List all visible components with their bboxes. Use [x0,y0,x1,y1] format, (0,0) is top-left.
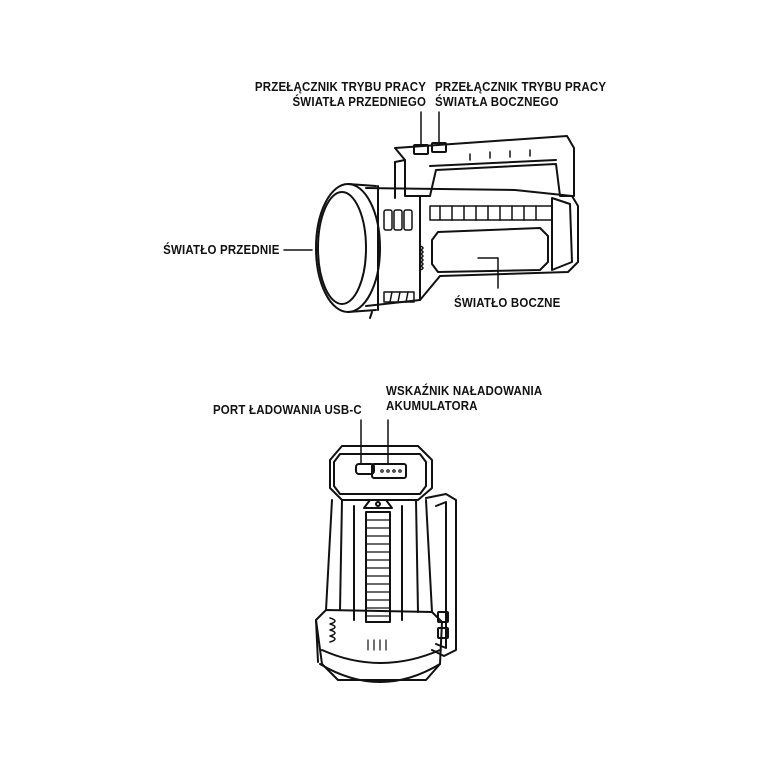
top-leader-lines [283,111,499,289]
label-front-mode-switch: PRZEŁĄCZNIK TRYBU PRACY ŚWIATŁA PRZEDNIE… [255,80,426,110]
bottom-leader-lines [360,419,389,465]
usb-c-port [355,463,375,475]
label-side-mode-switch-line1: PRZEŁĄCZNIK TRYBU PRACY [435,80,607,94]
battery-indicator-panel [371,463,407,479]
label-front-mode-switch-line2: ŚWIATŁA PRZEDNIEGO [292,95,426,109]
flashlight-upright-view [315,445,457,683]
body-housing [365,187,579,307]
label-battery-indicator: WSKAŹNIK NAŁADOWANIA AKUMULATORA [386,384,542,414]
head-vents [383,209,415,303]
label-side-mode-switch-line2: ŚWIATŁA BOCZNEGO [435,95,559,109]
battery-indicator-leds [380,469,402,473]
body-ribbed-strip [429,205,553,221]
handle-grip-ribs [469,149,531,161]
label-front-light-text: ŚWIATŁO PRZEDNIE [163,243,280,257]
label-battery-indicator-line1: WSKAŹNIK NAŁADOWANIA [386,384,543,398]
upright-handle [425,493,457,657]
upright-body [325,499,433,613]
top-cap [329,445,433,501]
center-ribbed-strip [365,511,391,623]
label-side-mode-switch: PRZEŁĄCZNIK TRYBU PRACY ŚWIATŁA BOCZNEGO [435,80,606,110]
label-usb-c-port-text: PORT ŁADOWANIA USB-C [213,403,362,417]
label-side-light: ŚWIATŁO BOCZNE [454,296,561,311]
label-battery-indicator-line2: AKUMULATORA [386,399,478,413]
side-coil [419,245,424,271]
label-front-mode-switch-line1: PRZEŁĄCZNIK TRYBU PRACY [254,80,426,94]
label-usb-c-port: PORT ŁADOWANIA USB-C [213,403,362,418]
front-light-bezel [315,183,381,313]
front-light-lens [317,191,367,305]
label-side-light-text: ŚWIATŁO BOCZNE [454,296,561,310]
top-handle [394,135,575,199]
label-front-light: ŚWIATŁO PRZEDNIE [164,243,280,258]
side-light-window [431,227,549,273]
flashlight-side-view [315,135,579,319]
